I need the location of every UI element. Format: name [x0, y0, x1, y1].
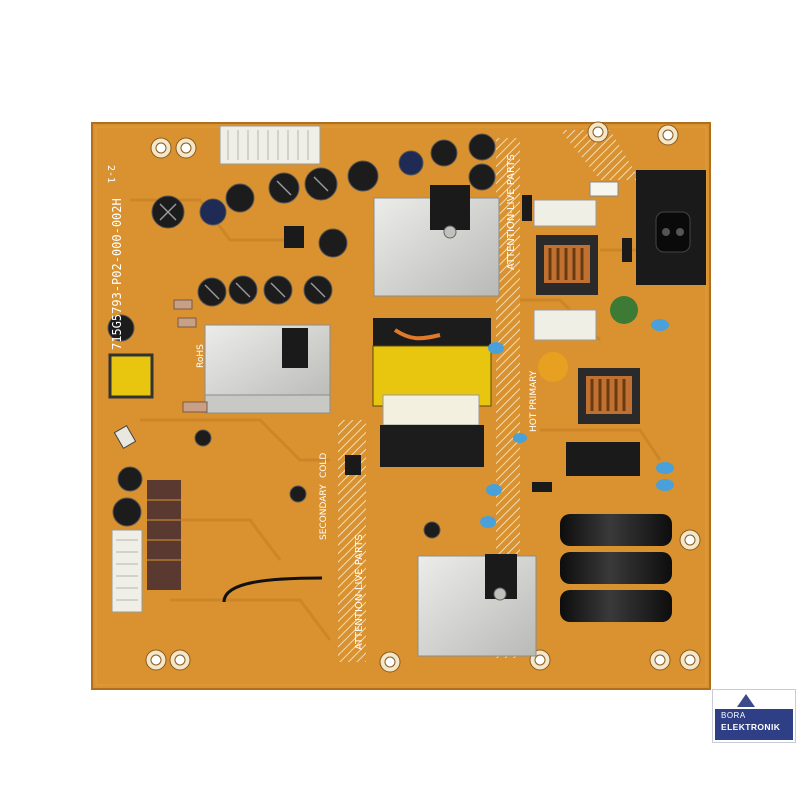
- triangle-icon: [737, 694, 755, 707]
- bulk-capacitors: [560, 514, 672, 622]
- choke-bottom: [578, 368, 640, 424]
- jumper-wire: [222, 576, 323, 603]
- left-connector: [111, 529, 143, 613]
- choke-top: [536, 235, 598, 295]
- primary-label: PRIMARY: [529, 370, 539, 410]
- mounting-holes: [145, 121, 701, 673]
- small-transformer: [108, 353, 154, 399]
- logo-line-1: BORA: [721, 711, 746, 720]
- warning-live-label: ATTENTION-LIVE PARTS: [506, 154, 517, 270]
- rohs-label: RoHS: [196, 344, 206, 368]
- heatsink-bottom: [417, 554, 537, 657]
- secondary-label: SECONDARY: [319, 484, 329, 540]
- ac-inlet: [636, 170, 706, 285]
- top-connector: [219, 125, 321, 165]
- cold-label: COLD: [319, 453, 329, 478]
- rev-label: 2-1: [105, 165, 116, 183]
- warning-live-lower-label: ATTENTION-LIVE PARTS: [354, 534, 365, 650]
- varistor: [610, 296, 638, 324]
- part-number-label: 715G5793-P02-000-002H: [110, 198, 124, 350]
- heatsink-top: [373, 185, 500, 297]
- ceramic-capacitors: [480, 319, 674, 528]
- hot-label: HOT: [529, 412, 539, 432]
- main-transformer: [372, 318, 492, 467]
- logo-line-2: ELEKTRONIK: [721, 722, 781, 732]
- resistor-network: [147, 480, 181, 590]
- bridge-rectifier: [566, 442, 640, 476]
- heatsink-left: [204, 324, 331, 414]
- logo-band: [715, 709, 793, 740]
- ntc-thermistor: [538, 352, 568, 382]
- small-components: [113, 195, 632, 492]
- brand-logo: BORA ELEKTRONIK: [712, 689, 796, 743]
